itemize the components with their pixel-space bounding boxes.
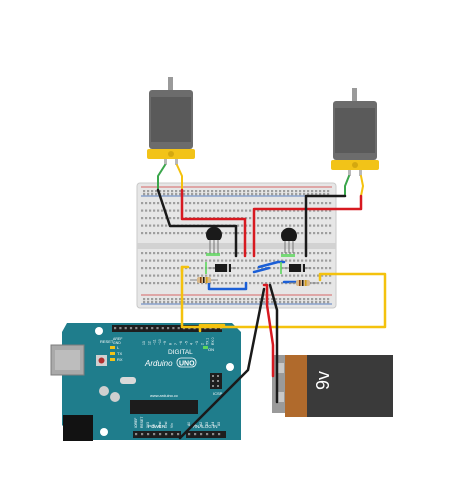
breadboard-holes xyxy=(141,190,332,304)
digital-pin-label: ~10 xyxy=(158,339,162,345)
icsp-header xyxy=(210,373,222,389)
wire-red-right xyxy=(252,194,363,258)
digital-pin-label: RX 0 xyxy=(211,337,215,345)
digital-pin-label: 2 xyxy=(200,343,204,345)
analog-pin-label: A4 xyxy=(211,422,215,426)
power-header xyxy=(133,431,181,438)
npn-transistor-icon xyxy=(281,227,297,241)
power-jack-icon xyxy=(63,415,93,441)
motor-left xyxy=(147,77,195,165)
tx-label: TX xyxy=(117,351,122,356)
analog-pin-label: A2 xyxy=(199,422,203,426)
diode-left xyxy=(208,264,236,272)
motor-right xyxy=(331,88,379,176)
power-pin-label: Gnd xyxy=(164,421,168,428)
digital-pin-label: 12 xyxy=(147,341,151,345)
digital-pin-label: 7 xyxy=(174,343,178,345)
digital-pin-label: 13 xyxy=(142,341,146,345)
wires xyxy=(156,164,387,440)
aref-label: AREF xyxy=(113,337,122,341)
power-pin-label: RESET xyxy=(140,417,144,428)
icsp-label: ICSP xyxy=(213,391,223,396)
wire-yellow-pin xyxy=(198,323,226,333)
resistor-right xyxy=(289,280,317,286)
power-pin-label: Vin xyxy=(170,423,174,428)
diode-right xyxy=(283,264,311,272)
digital-pin-label: ~3 xyxy=(195,341,199,345)
wire-black-battery xyxy=(268,283,279,404)
wire-motor-right-green xyxy=(344,175,350,197)
npn-transistor-icon xyxy=(206,226,222,240)
diode-icon xyxy=(289,264,305,272)
wire-motor-left-yellow xyxy=(176,164,183,191)
digital-label: DIGITAL xyxy=(168,349,193,356)
arduino-board: DIGITAL Arduino UNO ON L TX RX ICSP www.… xyxy=(50,323,241,441)
wire-motor-left-green xyxy=(157,164,166,191)
gnd-label: GND xyxy=(113,341,121,345)
rx-label: RX xyxy=(117,357,123,362)
digital-pin-label: ~11 xyxy=(153,339,157,345)
wire-black-left xyxy=(156,188,238,258)
wire-black-right xyxy=(304,194,347,258)
wire-blue-jumper xyxy=(252,266,271,274)
wire-black-ground xyxy=(178,287,266,440)
arduino-brand: Arduino xyxy=(144,359,173,368)
power-pin-label: 5V xyxy=(152,423,156,428)
connection-highlights xyxy=(205,253,295,274)
digital-pin-label: ~9 xyxy=(163,341,167,345)
l-label: L xyxy=(117,345,120,350)
analog-label: ANALOG IN xyxy=(193,424,218,429)
on-label: ON xyxy=(208,347,214,352)
digital-pin-label: 8 xyxy=(169,343,173,345)
power-pin-label: 3V3 xyxy=(146,422,150,428)
battery-label: 9v xyxy=(313,371,333,390)
wire-blue-left xyxy=(207,278,248,291)
power-pin-label: IOREF xyxy=(134,418,138,428)
website-label: www.arduino.cc xyxy=(150,393,178,398)
digital-pin-label: ~6 xyxy=(179,341,183,345)
battery-9v: 9v xyxy=(272,355,393,417)
microcontroller-chip xyxy=(130,400,198,414)
reset-label: RESET xyxy=(100,339,114,344)
transistor-left xyxy=(206,226,222,252)
diode-icon xyxy=(215,264,231,272)
wire-red-battery xyxy=(262,283,275,378)
analog-pin-label: A0 xyxy=(187,422,191,426)
analog-pin-label: A3 xyxy=(205,422,209,426)
wire-motor-right-yellow xyxy=(360,175,364,197)
digital-pin-label: 4 xyxy=(190,343,194,345)
reset-button[interactable] xyxy=(98,357,105,364)
wire-red-left xyxy=(180,188,247,258)
power-label: POWER xyxy=(148,424,166,429)
model-label: UNO xyxy=(179,361,195,368)
digital-pin-label: ~5 xyxy=(184,341,188,345)
analog-pin-label: A5 xyxy=(217,422,221,426)
resistor-left xyxy=(190,277,218,283)
transistor-right xyxy=(281,227,297,253)
power-pin-label: Gnd xyxy=(158,421,162,428)
wire-yellow-signal xyxy=(180,265,387,329)
digital-pin-label: TX 1 xyxy=(206,338,210,345)
wire-yellow-stub xyxy=(180,265,190,273)
